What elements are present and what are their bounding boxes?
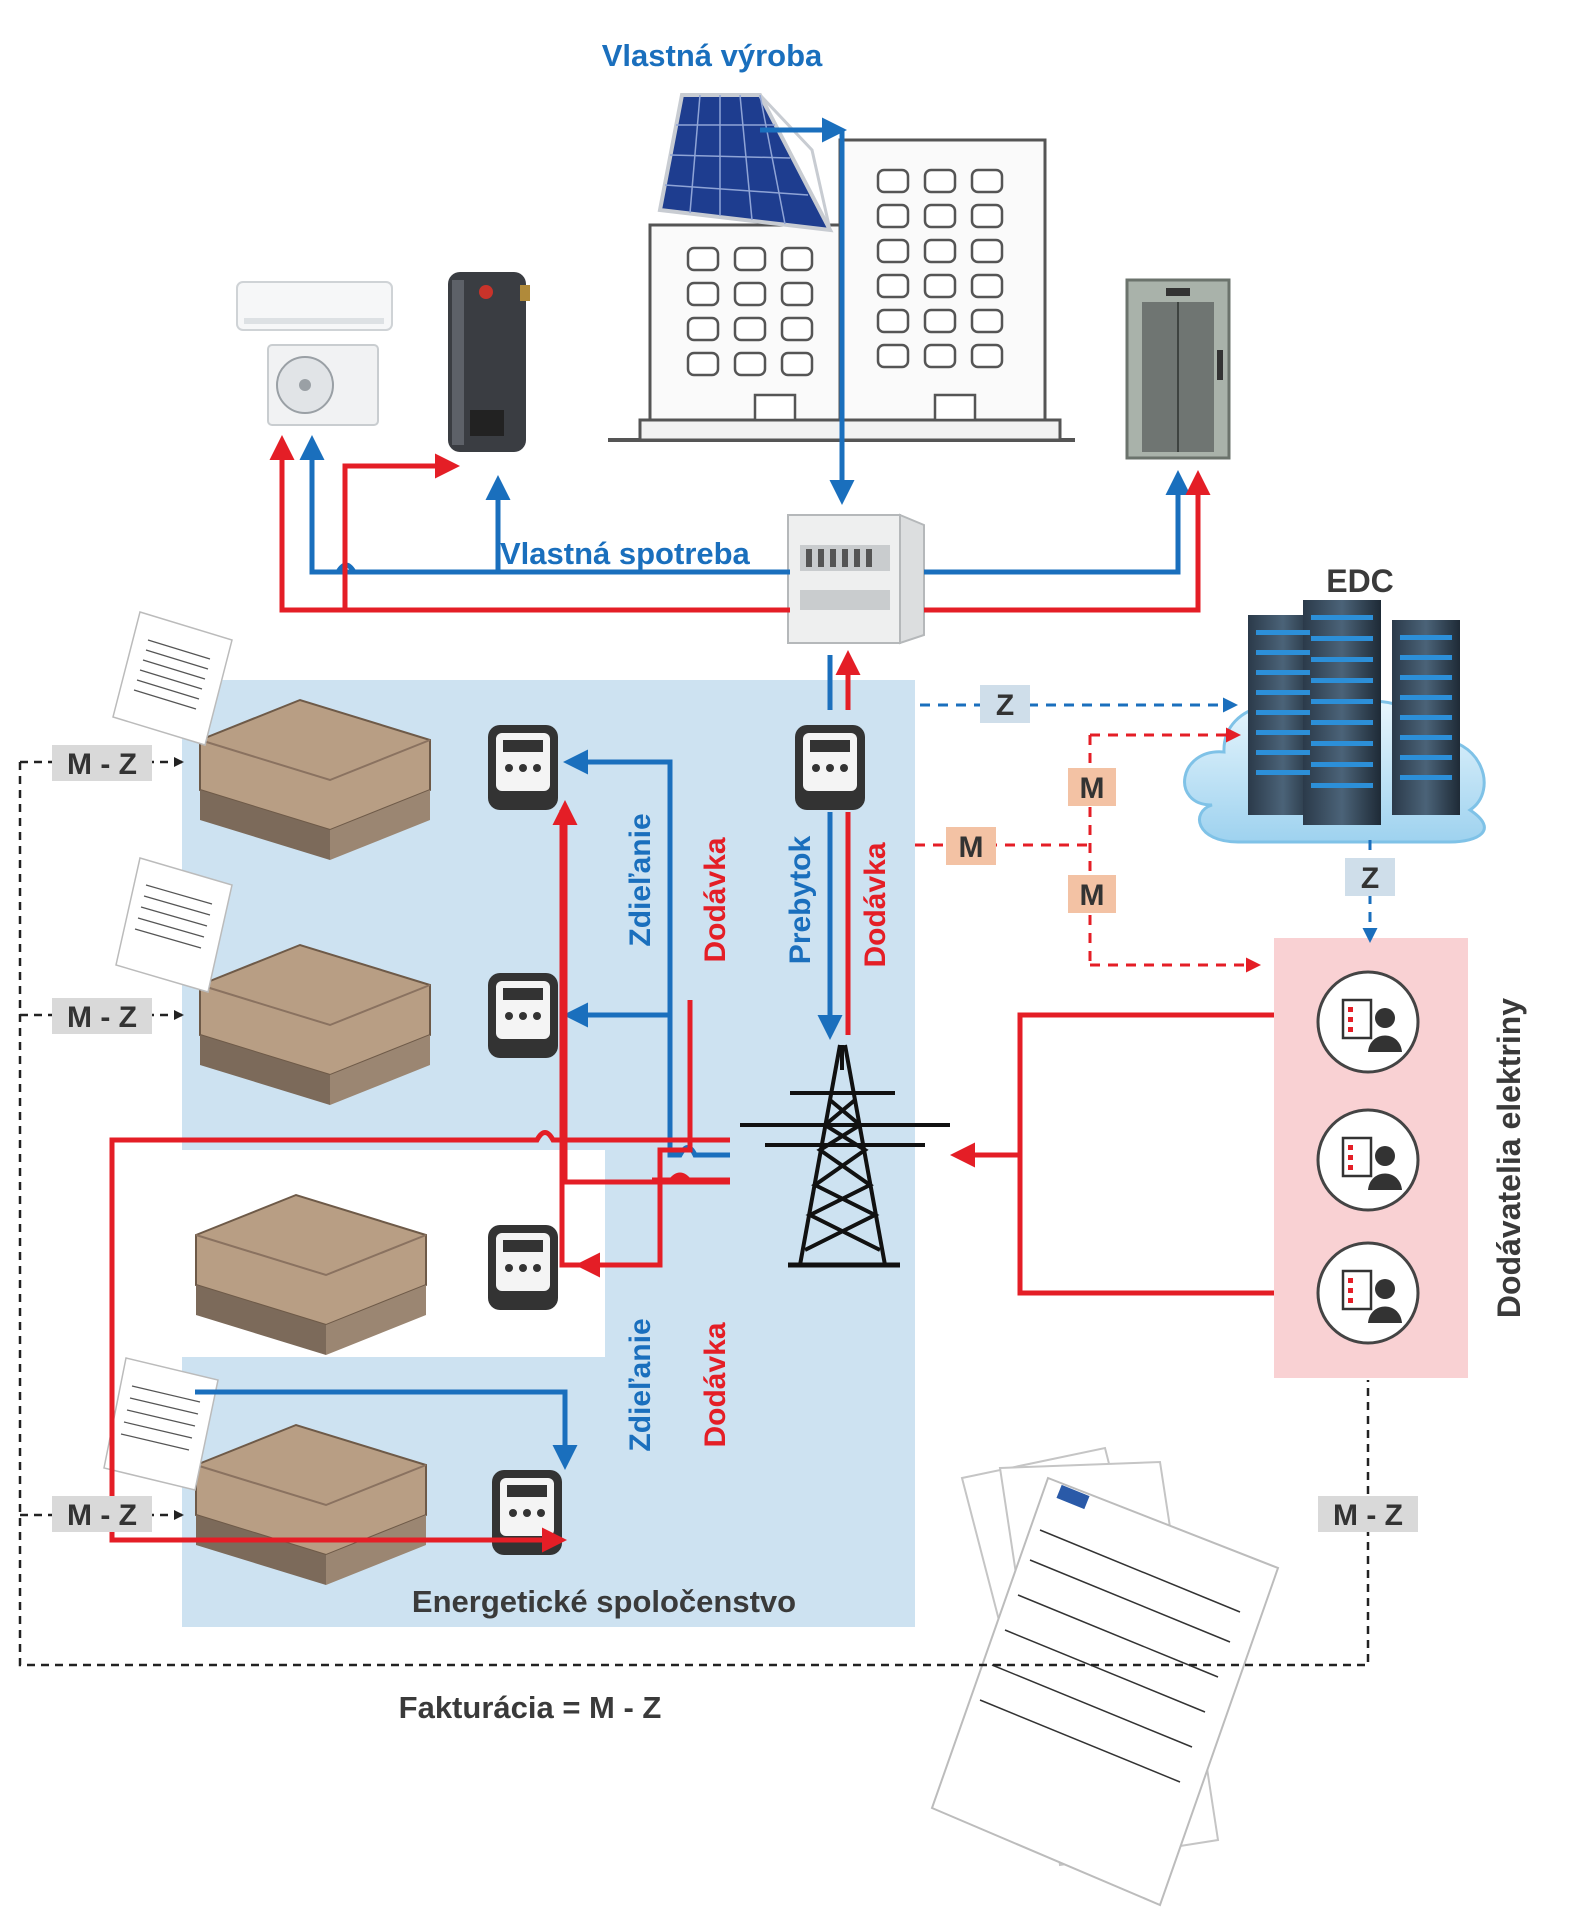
elevator-icon (1125, 278, 1231, 460)
tag-mz-3-bg (52, 1496, 152, 1532)
label-edc: EDC (1326, 563, 1394, 599)
label-sharing-top: Zdieľanie (624, 813, 657, 946)
electric-meter-icon (488, 1225, 558, 1310)
label-own-production: Vlastná výroba (602, 38, 823, 73)
blue-flow-lines (195, 117, 1378, 1470)
billing-flow-lines (18, 757, 1370, 1667)
tag-mz-right-bg (1318, 1496, 1418, 1532)
power-pylon-icon (740, 1044, 950, 1268)
invoice-document-icon (115, 857, 233, 993)
supplier-person-icon (1316, 1241, 1420, 1345)
invoice-document-icon (112, 611, 233, 746)
tag-m-mid-bg (946, 827, 996, 865)
water-heater-icon (448, 272, 530, 452)
label-supply-bottom: Dodávka (699, 1322, 732, 1447)
label-surplus: Prebytok (784, 836, 817, 965)
tag-z-bottom-bg (1345, 858, 1395, 896)
label-sharing-bottom: Zdieľanie (624, 1318, 657, 1451)
label-billing: Fakturácia = M - Z (399, 1690, 662, 1725)
label-supply-mid: Dodávka (859, 842, 892, 967)
switchboard-icon (787, 513, 925, 645)
tag-mz-2-bg (52, 998, 152, 1034)
supplier-person-icon (1316, 1108, 1420, 1212)
apartment-icon (199, 943, 431, 1105)
invoice-document-icon (103, 1357, 219, 1491)
tag-mz-1: M - Z (67, 748, 137, 781)
electric-meter-icon (488, 725, 558, 810)
label-suppliers: Dodávatelia elektriny (1491, 998, 1527, 1318)
server-cloud-icon (1183, 600, 1486, 844)
label-own-consumption: Vlastná spotreba (500, 536, 751, 571)
tag-z-top-bg (980, 685, 1030, 723)
tag-mz-right: M - Z (1333, 1499, 1403, 1532)
tag-z-top: Z (996, 689, 1014, 722)
supplier-person-icon (1316, 970, 1420, 1074)
label-supply-top: Dodávka (699, 837, 732, 962)
building-icon (608, 138, 1075, 442)
tag-mz-1-bg (52, 745, 152, 781)
apartment-icon (199, 698, 431, 860)
electric-meter-icon (795, 725, 865, 810)
tag-z-bottom: Z (1361, 862, 1379, 895)
tag-m-upper: M (1080, 772, 1105, 805)
tag-m-upper-bg (1068, 768, 1116, 806)
apartment-icon (195, 1423, 427, 1585)
air-conditioner-icon (236, 281, 393, 426)
apartment-icon (195, 1193, 427, 1355)
tag-mz-2: M - Z (67, 1001, 137, 1034)
label-community: Energetické spoločenstvo (412, 1584, 796, 1619)
solar-panel-icon (657, 93, 834, 233)
tag-m-mid: M (959, 831, 984, 864)
invoice-document-icon (930, 1446, 1280, 1907)
tag-mz-3: M - Z (67, 1499, 137, 1532)
tag-m-lower-bg (1068, 875, 1116, 913)
electric-meter-icon (488, 973, 558, 1058)
tag-m-lower: M (1080, 879, 1105, 912)
